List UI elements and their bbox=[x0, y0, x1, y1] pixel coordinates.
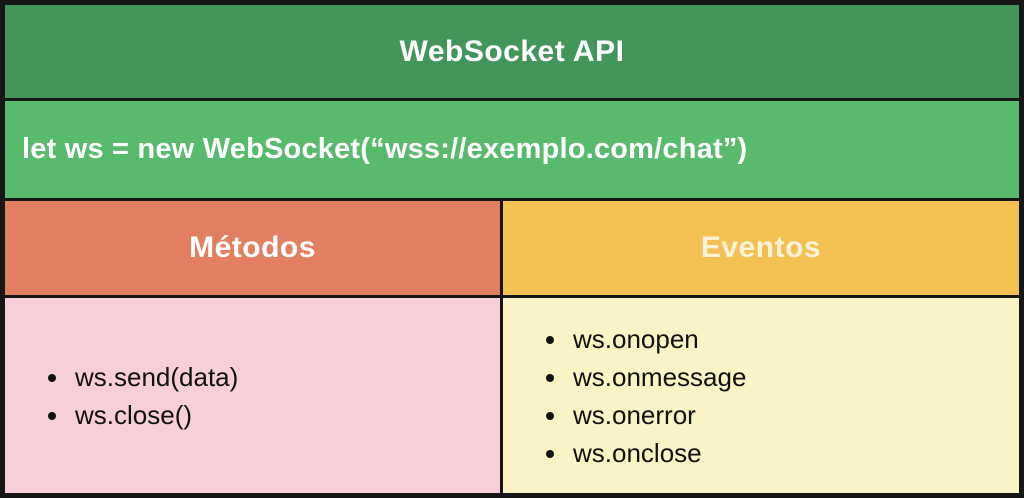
methods-header-cell: Métodos bbox=[5, 201, 500, 295]
events-header-cell: Eventos bbox=[500, 201, 1019, 295]
list-item: ws.onclose bbox=[569, 434, 1019, 472]
list-item: ws.close() bbox=[71, 396, 500, 434]
list-item: ws.onmessage bbox=[569, 358, 1019, 396]
code-bar: let ws = new WebSocket(“wss://exemplo.co… bbox=[5, 101, 1019, 201]
events-header-label: Eventos bbox=[700, 231, 822, 264]
page-title: WebSocket API bbox=[399, 34, 625, 68]
events-body-cell: ws.onopenws.onmessagews.onerrorws.onclos… bbox=[500, 298, 1019, 493]
methods-list: ws.send(data)ws.close() bbox=[5, 358, 500, 434]
methods-body-cell: ws.send(data)ws.close() bbox=[5, 298, 500, 493]
column-bodies: ws.send(data)ws.close() ws.onopenws.onme… bbox=[5, 298, 1019, 493]
list-item: ws.onerror bbox=[569, 396, 1019, 434]
list-item: ws.send(data) bbox=[71, 358, 500, 396]
title-bar: WebSocket API bbox=[5, 5, 1019, 101]
column-headers: Métodos Eventos bbox=[5, 201, 1019, 298]
list-item: ws.onopen bbox=[569, 320, 1019, 358]
code-line-text: let ws = new WebSocket(“wss://exemplo.co… bbox=[22, 133, 748, 165]
methods-header-label: Métodos bbox=[189, 231, 316, 264]
events-list: ws.onopenws.onmessagews.onerrorws.onclos… bbox=[503, 320, 1019, 472]
